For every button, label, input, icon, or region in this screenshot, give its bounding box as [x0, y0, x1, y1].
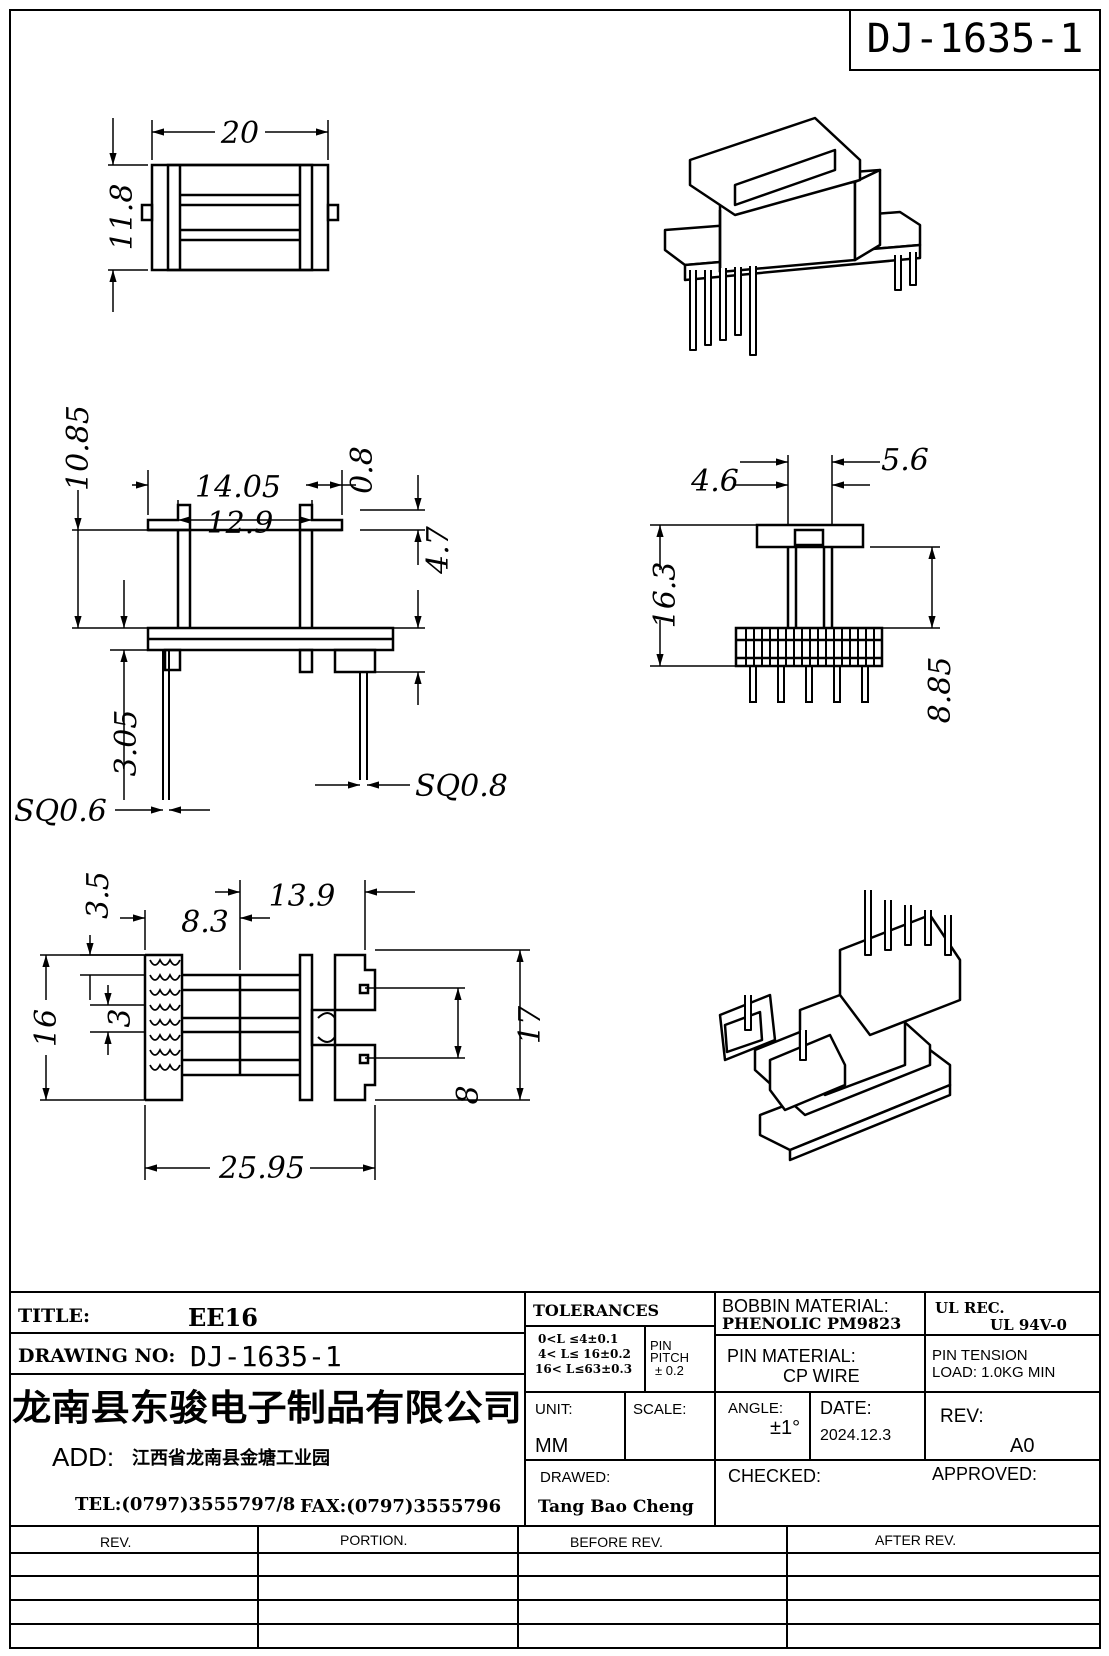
dim-front-top: 10.85 [61, 405, 96, 491]
dim-bottom-16: 16 [29, 1009, 64, 1047]
unit-label: UNIT: [535, 1401, 573, 1418]
rev-label: REV: [940, 1406, 984, 1427]
pin-pitch-line3: ± 0.2 [655, 1363, 684, 1378]
title-block-lines [10, 1291, 1100, 1648]
top-view [140, 163, 340, 272]
sheet-border [9, 9, 1101, 1649]
drawing-no-value: DJ-1635-1 [190, 1340, 342, 1373]
dim-bottom-139: 13.9 [269, 879, 336, 914]
dim-bottom-2595: 25.95 [218, 1151, 305, 1186]
checked-label: CHECKED: [728, 1466, 821, 1486]
date-value: 2024.12.3 [820, 1427, 891, 1444]
side-view-pins [749, 666, 869, 703]
pin-material-value: CP WIRE [783, 1366, 860, 1386]
side-view-ribs [745, 628, 875, 666]
side-view-dims [650, 455, 940, 667]
bobbin-material-value: PHENOLIC PM9823 [722, 1314, 901, 1333]
add-label: ADD: [52, 1442, 114, 1472]
bottom-view-dims [40, 880, 530, 1180]
dim-bottom-3: 3 [103, 1008, 138, 1027]
front-view-dims [72, 470, 425, 814]
date-label: DATE: [820, 1398, 872, 1418]
ul-rec-value: UL 94V-0 [990, 1316, 1067, 1334]
dim-side-56: 5.6 [881, 443, 929, 478]
drawed-label: DRAWED: [540, 1469, 610, 1486]
dim-front-width-outer: 14.05 [195, 470, 281, 505]
dim-bottom-17: 17 [513, 1005, 548, 1044]
dim-side-pin: 8.85 [923, 657, 958, 724]
dim-side-46: 4.6 [690, 464, 739, 499]
dim-front-sq-left: SQ0.6 [14, 794, 107, 829]
fax: FAX:(0797)3555796 [300, 1496, 501, 1517]
iso-view-bottom [718, 890, 962, 1162]
approved-label: APPROVED: [932, 1464, 1037, 1484]
front-view-pins [162, 650, 368, 800]
pin-pitch-line2: PITCH [650, 1350, 689, 1365]
bottom-view [143, 953, 377, 1102]
drawing-code: DJ-1635-1 [867, 16, 1084, 62]
angle-value: ±1° [770, 1417, 800, 1439]
dim-bottom-35: 3.5 [81, 871, 116, 919]
angle-label: ANGLE: [728, 1400, 783, 1417]
tol-line1: 0<L ≤4±0.1 [538, 1332, 618, 1346]
title-value: EE16 [188, 1303, 258, 1332]
pin-tension-label: PIN TENSION [932, 1347, 1028, 1364]
title-label: TITLE: [18, 1305, 90, 1327]
drawing-no-label: DRAWING NO: [18, 1345, 175, 1367]
pin-tension-value: LOAD: 1.0KG MIN [932, 1364, 1055, 1381]
dim-front-pin-len: 3.05 [109, 710, 144, 777]
tolerances-label: TOLERANCES [533, 1301, 659, 1320]
scale-label: SCALE: [633, 1401, 686, 1418]
dim-bottom-8: 8 [451, 1085, 486, 1104]
front-view [146, 503, 395, 674]
bobbin-material-label: BOBBIN MATERIAL: [722, 1296, 889, 1316]
dim-bottom-83: 8.3 [181, 905, 229, 940]
dim-top-height: 11.8 [105, 184, 140, 251]
rev-table-header-rev: REV. [100, 1534, 131, 1550]
rev-table-header-portion: PORTION. [340, 1532, 407, 1548]
pin-pitch-line1: PIN [650, 1338, 672, 1353]
unit-value: MM [535, 1435, 568, 1457]
dim-front-width-inner: 12.9 [207, 506, 274, 541]
pin-material-label: PIN MATERIAL: [727, 1346, 856, 1366]
address: 江西省龙南县金塘工业园 [132, 1447, 330, 1469]
company-name: 龙南县东骏电子制品有限公司 [12, 1387, 522, 1429]
dim-top-width: 20 [220, 116, 259, 151]
ul-rec-label: UL REC. [935, 1299, 1005, 1317]
drawing-code-box: DJ-1635-1 [849, 9, 1101, 71]
rev-table-header-before: BEFORE REV. [570, 1534, 663, 1550]
tel: TEL:(0797)3555797/8 [75, 1494, 295, 1515]
top-view-dims [108, 118, 329, 312]
rev-value: A0 [1010, 1435, 1034, 1457]
tol-line2: 4< L≤ 16±0.2 [538, 1347, 631, 1361]
drawed-value: Tang Bao Cheng [538, 1497, 694, 1517]
rev-table-header-after: AFTER REV. [875, 1532, 956, 1548]
tol-line3: 16< L≤63±0.3 [535, 1362, 632, 1376]
dim-front-gap: 0.8 [345, 446, 380, 494]
dim-front-mid: 4.7 [421, 525, 456, 575]
dim-side-height: 16.3 [648, 562, 683, 629]
iso-view-top [663, 116, 922, 356]
dim-front-sq-right: SQ0.8 [415, 769, 508, 804]
